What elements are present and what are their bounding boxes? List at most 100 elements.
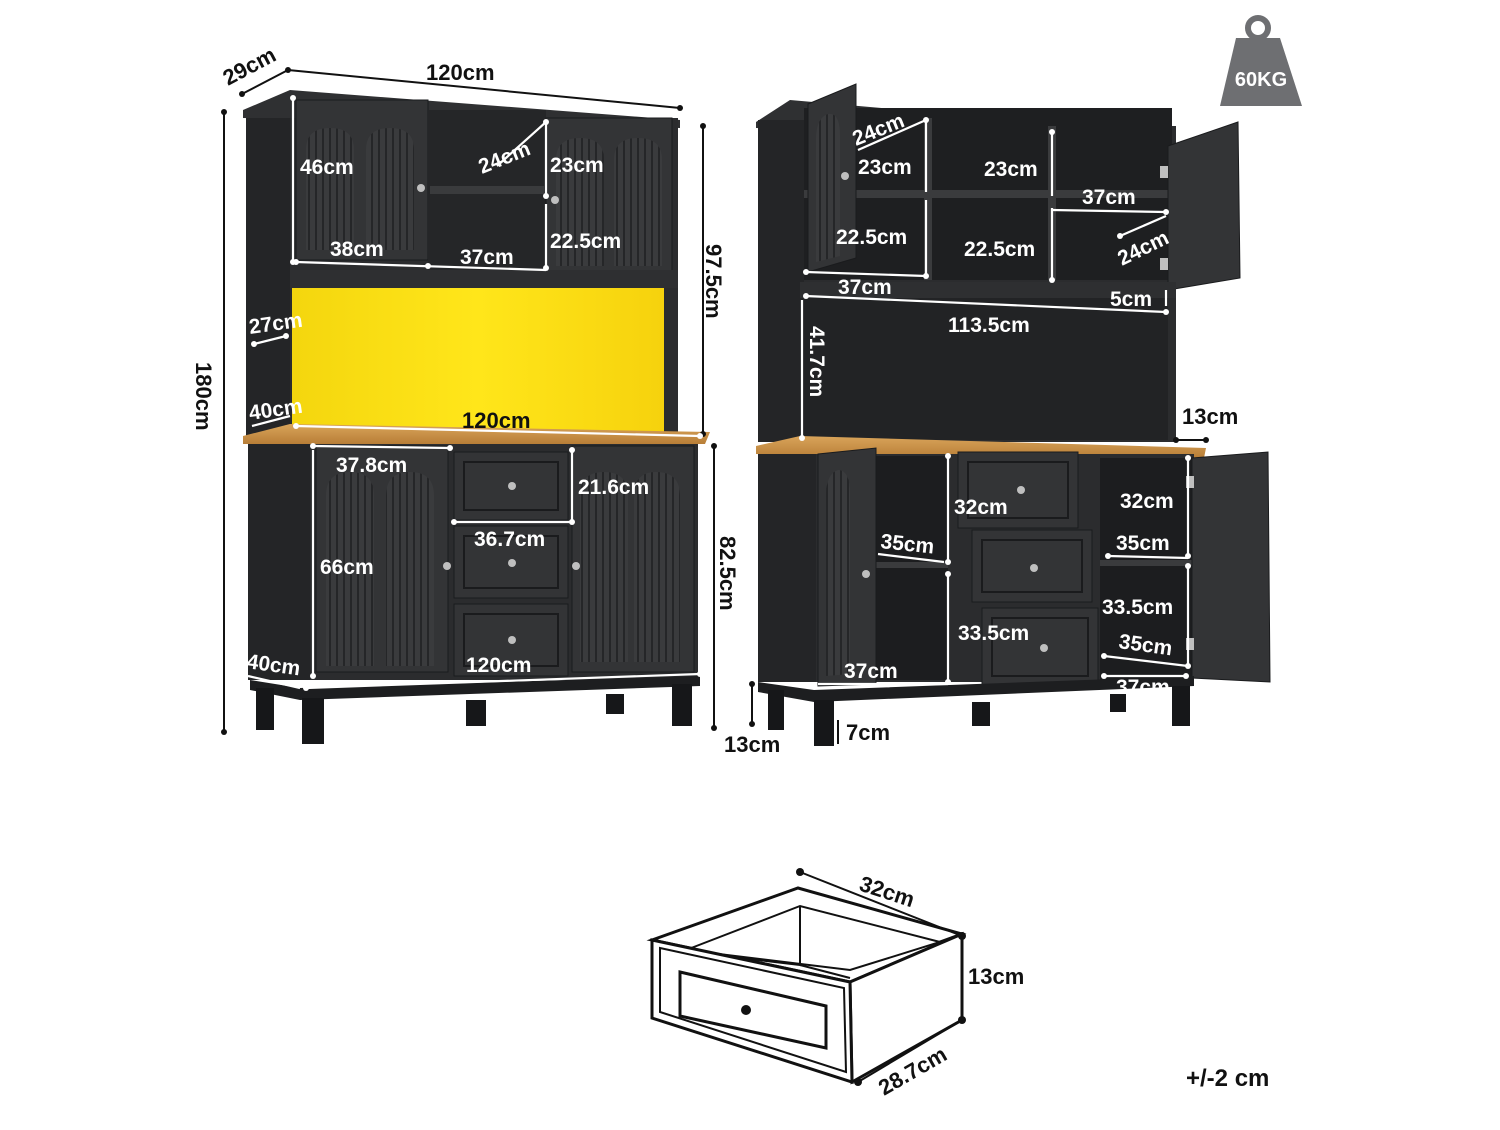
- label-upper-bottom-width: 37cm: [838, 276, 892, 299]
- open-lower-door-arch: [826, 470, 850, 676]
- label-height-upper: 97.5cm: [701, 244, 726, 319]
- drawer-front-panel: [678, 970, 828, 1050]
- label-drawer-width: 36.7cm: [474, 528, 545, 551]
- label-base-width: 120cm: [466, 654, 531, 677]
- weight-label: 60KG: [1235, 69, 1287, 91]
- label-upper-right-width: 37cm: [1082, 186, 1136, 209]
- left-cabinet-view: 29cm 120cm 180cm 97.5cm 82.5cm 46cm 24cm…: [191, 42, 740, 744]
- knob-icon: [551, 196, 559, 204]
- lit-space-side: [664, 288, 678, 438]
- lower-side: [758, 454, 816, 682]
- label-right-cab-width: 32cm: [1120, 490, 1174, 513]
- label-leg-height: 13cm: [724, 732, 780, 757]
- leg: [814, 700, 834, 746]
- lit-open-space: [292, 288, 664, 438]
- label-upper-left-lower: 22.5cm: [836, 226, 907, 249]
- label-leg-width: 7cm: [846, 720, 890, 745]
- leg: [606, 694, 624, 714]
- leg: [256, 688, 274, 730]
- weight-badge: 60KG: [1220, 15, 1302, 106]
- leg: [672, 684, 692, 726]
- label-upper-left-height: 23cm: [858, 156, 912, 179]
- open-right-door: [1167, 121, 1241, 291]
- label-open-shelf-height: 22.5cm: [550, 230, 621, 253]
- hinge-icon: [1160, 166, 1168, 178]
- open-space: [804, 298, 1168, 440]
- upper-left-arch-2: [366, 128, 414, 250]
- label-counter-overhang: 13cm: [1182, 404, 1238, 429]
- lower-left-arch-1: [326, 472, 374, 666]
- label-counter-width: 120cm: [462, 408, 531, 433]
- weight-ring-icon: [1245, 15, 1271, 41]
- knob-icon: [508, 559, 516, 567]
- tolerance-note: +/-2 cm: [1186, 1065, 1269, 1092]
- label-left-cab-width: 37cm: [844, 660, 898, 683]
- label-height-lower: 82.5cm: [715, 536, 740, 611]
- lower-right-arch-1: [580, 472, 628, 662]
- label-right-cab-lower: 33.5cm: [1102, 596, 1173, 619]
- lower-right-arch-2: [634, 472, 680, 662]
- lower-left-arch-2: [386, 472, 434, 666]
- hinge-icon: [1160, 258, 1168, 270]
- upper-left-arch-1: [306, 128, 354, 250]
- leg: [302, 698, 324, 744]
- weight-icon: [1220, 38, 1302, 106]
- label-right-door-inner: 23cm: [550, 154, 604, 177]
- knob-icon: [1017, 486, 1025, 494]
- drawer-detail: 32cm 13cm 28.7cm: [646, 868, 1024, 1100]
- leg: [1110, 694, 1126, 712]
- knob-icon: [508, 636, 516, 644]
- hinge-icon: [1186, 638, 1194, 650]
- label-left-cab-depth: 35cm: [879, 530, 935, 558]
- label-height-total: 180cm: [191, 362, 216, 431]
- label-open-height: 41.7cm: [805, 326, 828, 397]
- hinge-icon: [1186, 476, 1194, 488]
- label-right-cab-bottom-width: 37cm: [1116, 676, 1170, 699]
- upper-right-arch-2: [614, 138, 662, 266]
- open-door-arch: [816, 113, 840, 262]
- upper-shelf: [804, 190, 1172, 198]
- label-drawer-height: 21.6cm: [578, 476, 649, 499]
- base-frame: [758, 676, 1194, 702]
- leg: [1172, 686, 1190, 726]
- label-width-top: 120cm: [426, 60, 495, 85]
- hutch-trim: [800, 282, 1176, 298]
- label-left-door-width: 38cm: [330, 238, 384, 261]
- label-upper-door-height: 46cm: [300, 156, 354, 179]
- drawer-1: [453, 451, 569, 521]
- leg: [768, 690, 784, 730]
- open-shelf-board: [430, 186, 544, 194]
- label-right-cab-depth: 35cm: [1116, 532, 1170, 555]
- open-lower-right-door: [1191, 451, 1271, 683]
- label-upper-mid-lower: 22.5cm: [964, 238, 1035, 261]
- lower-side: [248, 444, 310, 680]
- knob-icon: [1030, 564, 1038, 572]
- hutch-side: [246, 118, 290, 440]
- label-open-width: 113.5cm: [948, 314, 1030, 337]
- countertop: [243, 424, 710, 444]
- leg: [972, 702, 990, 726]
- right-cab-interior: [1100, 458, 1192, 680]
- right-cabinet-view: 24cm 23cm 23cm 37cm 22.5cm 22.5cm 24cm 3…: [724, 83, 1271, 757]
- base-frame: [250, 676, 700, 700]
- label-upper-mid-height: 23cm: [984, 158, 1038, 181]
- label-lower-door-height: 66cm: [320, 556, 374, 579]
- leg: [466, 700, 486, 726]
- knob-icon: [741, 1005, 751, 1015]
- knob-icon: [841, 172, 849, 180]
- knob-icon: [1040, 644, 1048, 652]
- upper-right-arch-1: [556, 138, 604, 266]
- knob-icon: [508, 482, 516, 490]
- label-top-gap: 5cm: [1110, 288, 1152, 311]
- knob-icon: [443, 562, 451, 570]
- hutch-side: [758, 120, 804, 442]
- knob-icon: [572, 562, 580, 570]
- label-lower-door-width: 37.8cm: [336, 454, 407, 477]
- hutch-trim: [290, 270, 678, 288]
- knob-icon: [862, 570, 870, 578]
- open-drawer-3: [981, 607, 1099, 687]
- label-depth-top: 29cm: [219, 42, 280, 90]
- label-left-cab-lower: 33.5cm: [958, 622, 1029, 645]
